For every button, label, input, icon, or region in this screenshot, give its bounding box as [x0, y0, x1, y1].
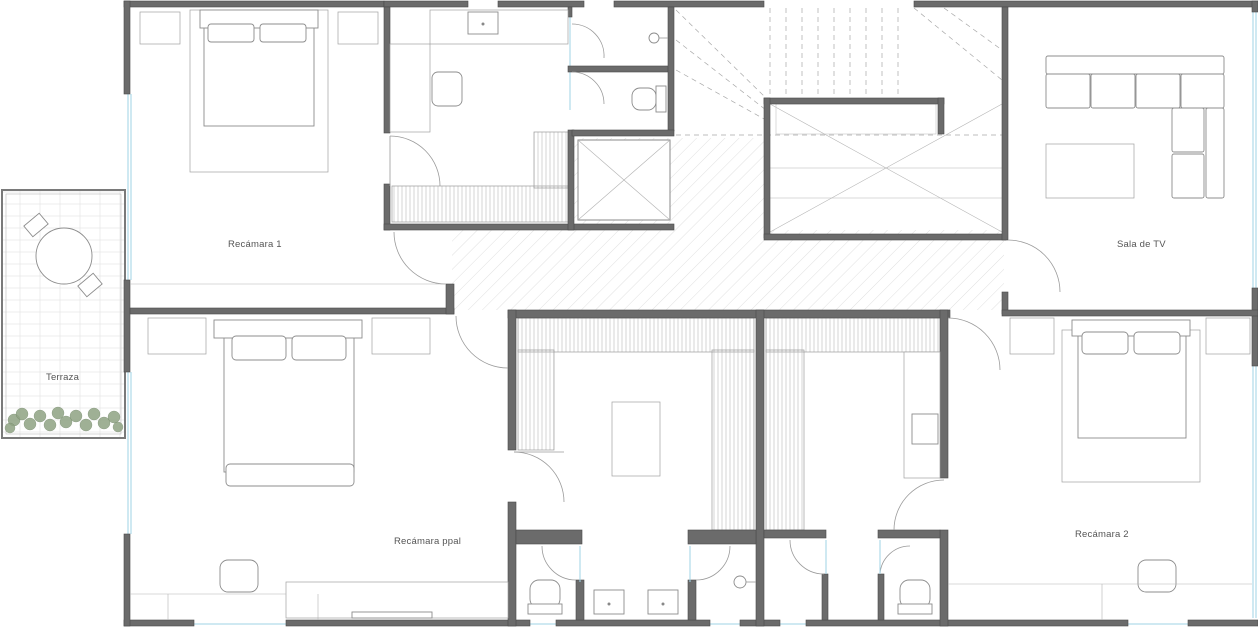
doors [389, 23, 1061, 582]
nightstand [337, 11, 379, 45]
terrace-chair [23, 212, 49, 238]
shower-head [648, 32, 660, 44]
sofa [1045, 55, 1225, 75]
sink [593, 589, 625, 615]
room-label-tv-room: Sala de TV [1117, 239, 1166, 250]
shower-head [733, 575, 747, 589]
chair [431, 71, 463, 107]
toilet [631, 87, 657, 111]
stairs [675, 7, 1003, 233]
bedroom1-furniture [130, 9, 446, 285]
room-label-master: Recámara ppal [394, 536, 462, 547]
nightstand [1205, 317, 1251, 355]
sink [647, 589, 679, 615]
sink [911, 413, 939, 445]
walls [123, 0, 1258, 627]
master-furniture [130, 317, 509, 620]
terrace-chair [77, 272, 103, 298]
nightstand [147, 317, 207, 355]
coffee-table [1045, 143, 1135, 199]
tv-room-furniture [1045, 55, 1225, 199]
nightstand [139, 11, 181, 45]
room-label-bedroom2: Recámara 2 [1075, 529, 1129, 540]
study-furniture [389, 9, 668, 133]
bathroom-fixtures [527, 351, 941, 615]
armchair [1137, 559, 1177, 593]
island [611, 401, 661, 477]
room-label-terrace: Terraza [46, 372, 80, 383]
terrace-table [35, 227, 93, 285]
bedroom2-furniture [948, 317, 1252, 620]
planter [4, 406, 124, 434]
armchair [219, 559, 259, 593]
nightstand [371, 317, 431, 355]
nightstand [1009, 317, 1055, 355]
terrace [1, 189, 126, 439]
desk [389, 43, 431, 133]
closets [391, 131, 943, 531]
room-label-bedroom1: Recámara 1 [228, 239, 282, 250]
windows [127, 12, 1257, 625]
